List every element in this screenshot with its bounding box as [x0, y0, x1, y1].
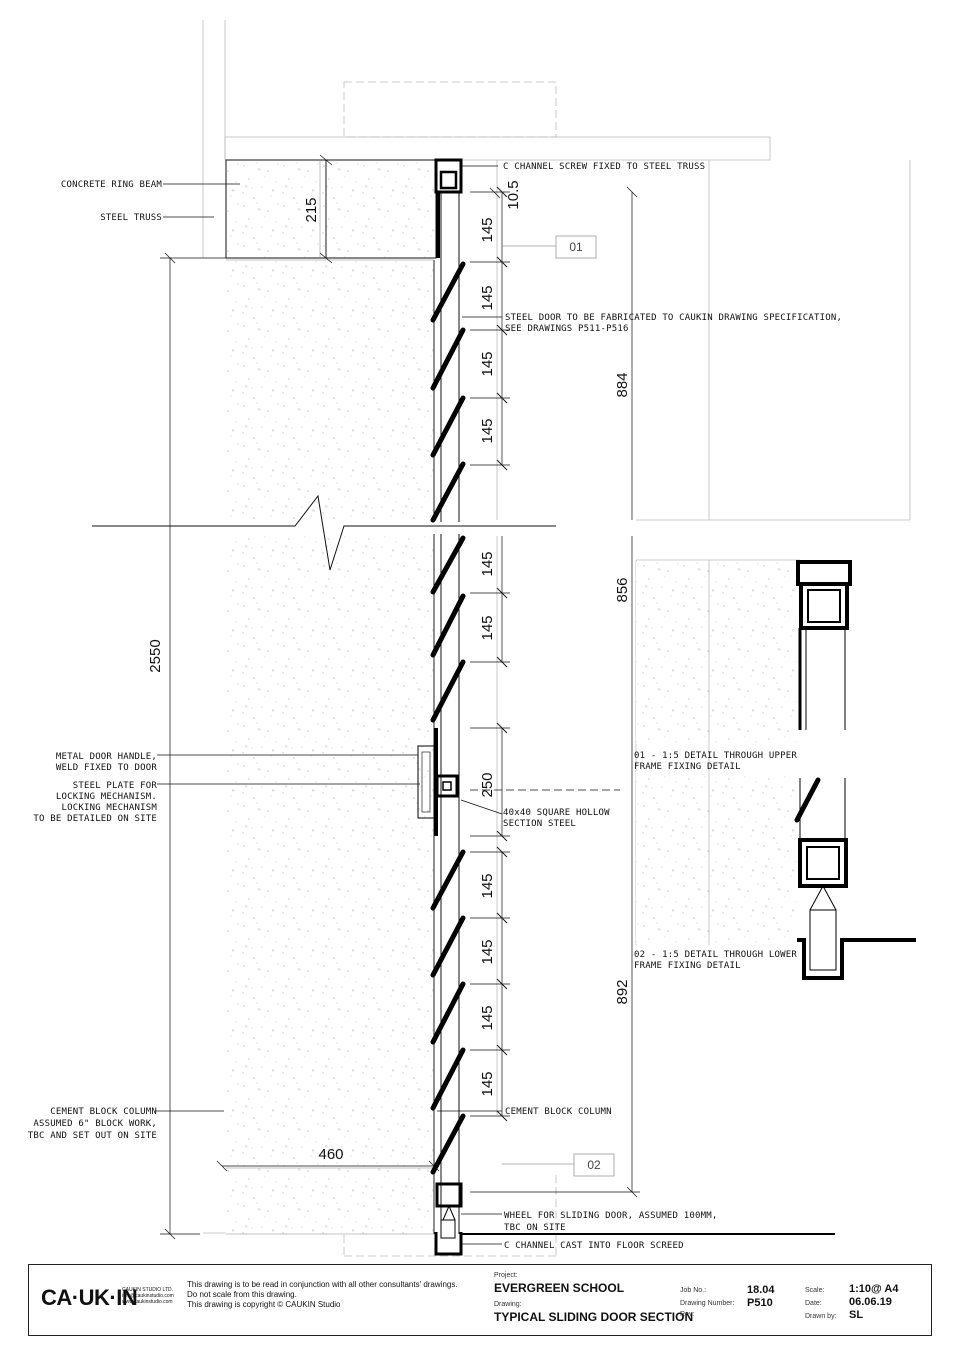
- dim-460: 460: [318, 1146, 343, 1163]
- dim-145: 145: [479, 939, 496, 964]
- drawing-title: TYPICAL SLIDING DOOR SECTION: [494, 1310, 694, 1324]
- label-shs-1: 40x40 SQUARE HOLLOW: [503, 808, 610, 818]
- drawing-number: P510: [747, 1297, 773, 1309]
- drawn-by-label: Drawn by:: [805, 1313, 837, 1320]
- cement-block-column-lower: [226, 534, 434, 1234]
- date-value: 06.06.19: [849, 1296, 892, 1308]
- detail-tag-02: [502, 1153, 615, 1177]
- dim-884: 884: [614, 372, 631, 397]
- detail-02-lower-frame: [636, 772, 916, 980]
- label-plate-3: LOCKING MECHANISM: [61, 803, 157, 813]
- scale-value: 1:10@ A4: [849, 1283, 899, 1295]
- dim-856: 856: [614, 577, 631, 602]
- label-steel-door-1: STEEL DOOR TO BE FABRICATED TO CAUKIN DR…: [505, 313, 842, 323]
- dim-250: 250: [479, 772, 496, 797]
- dim-145: 145: [479, 551, 496, 576]
- leader-lines: [155, 165, 503, 1245]
- dim-215: 215: [303, 197, 320, 222]
- scale-label: Scale:: [805, 1287, 825, 1294]
- job-label: Job No.:: [680, 1287, 707, 1294]
- top-c-channel: [434, 158, 463, 258]
- studio-email: info@caukinstudio.com: [122, 1293, 174, 1299]
- note-do-not-scale: Do not scale from this drawing.: [187, 1290, 297, 1299]
- detail-tag-02-text: 02: [587, 1158, 601, 1172]
- dimension-ticks: [496, 186, 508, 1122]
- label-column-1: CEMENT BLOCK COLUMN: [50, 1107, 157, 1117]
- label-column-3: TBC AND SET OUT ON SITE: [28, 1131, 157, 1141]
- dim-892: 892: [614, 979, 631, 1004]
- studio-web: www.caukinstudio.com: [122, 1299, 173, 1305]
- label-wheel-2: TBC ON SITE: [504, 1223, 566, 1233]
- dim-10-5: 10.5: [505, 180, 522, 209]
- job-number: 18.04: [747, 1284, 775, 1296]
- label-detail-02-1: 02 - 1:5 DETAIL THROUGH LOWER: [634, 950, 797, 960]
- bottom-assembly: [434, 1182, 835, 1256]
- label-c-channel-bottom: C CHANNEL CAST INTO FLOOR SCREED: [504, 1241, 684, 1251]
- project-name: EVERGREEN SCHOOL: [494, 1281, 625, 1295]
- dim-145: 145: [479, 615, 496, 640]
- dim-145: 145: [479, 285, 496, 310]
- label-wheel-1: WHEEL FOR SLIDING DOOR, ASSUMED 100MM,: [504, 1211, 718, 1221]
- drawing-number-label: Drawing Number:: [680, 1300, 735, 1307]
- label-handle-2: WELD FIXED TO DOOR: [56, 763, 158, 773]
- studio-name: CAUKIN STUDIO LTD.: [122, 1287, 174, 1293]
- dim-145: 145: [479, 1071, 496, 1096]
- label-steel-door-2: SEE DRAWINGS P511-P516: [505, 324, 629, 334]
- dim-145: 145: [479, 418, 496, 443]
- door-handle-assembly: [417, 728, 459, 836]
- dim-145: 145: [479, 217, 496, 242]
- door-louvres: [430, 261, 466, 1175]
- dim-145: 145: [479, 1005, 496, 1030]
- annotations: C CHANNEL SCREW FIXED TO STEEL TRUSS CON…: [28, 162, 842, 1251]
- dim-145: 145: [479, 873, 496, 898]
- dim-145: 145: [479, 351, 496, 376]
- project-label: Project:: [494, 1272, 518, 1279]
- label-detail-01-1: 01 - 1:5 DETAIL THROUGH UPPER: [634, 751, 797, 761]
- cement-block-column-upper: [226, 260, 434, 522]
- dim-2550: 2550: [147, 639, 164, 672]
- label-detail-01-2: FRAME FIXING DETAIL: [634, 762, 741, 772]
- break-line: [90, 494, 560, 571]
- drawn-by-value: SL: [849, 1309, 864, 1321]
- label-c-channel-top: C CHANNEL SCREW FIXED TO STEEL TRUSS: [503, 162, 705, 172]
- label-plate-2: LOCKING MECHANISM.: [56, 792, 157, 802]
- note-copyright: This drawing is copyright © CAUKIN Studi…: [187, 1300, 341, 1309]
- label-plate-4: TO BE DETAILED ON SITE: [33, 814, 157, 824]
- detail-01-upper-frame: [636, 560, 852, 744]
- label-plate-1: STEEL PLATE FOR: [73, 781, 158, 791]
- label-concrete-ring-beam: CONCRETE RING BEAM: [61, 180, 163, 190]
- date-label: Date:: [805, 1300, 822, 1307]
- detail-tag-01: [502, 235, 597, 259]
- label-handle-1: METAL DOOR HANDLE,: [56, 752, 157, 762]
- drawing-label: Drawing:: [494, 1301, 522, 1308]
- label-shs-2: SECTION STEEL: [503, 819, 576, 829]
- concrete-ring-beam: [225, 159, 437, 259]
- label-column-2: ASSUMED 6" BLOCK WORK,: [33, 1119, 157, 1129]
- caukin-logo: CA·UK·IN: [41, 1285, 138, 1310]
- title-block: CA·UK·IN CAUKIN STUDIO LTD. info@caukins…: [28, 1264, 932, 1336]
- label-steel-truss: STEEL TRUSS: [100, 213, 162, 223]
- label-detail-02-2: FRAME FIXING DETAIL: [634, 961, 741, 971]
- note-read-with: This drawing is to be read in conjunctio…: [187, 1280, 458, 1289]
- dimension-values: 215 10.5 145 145 145 145 145 145 250 145…: [147, 180, 631, 1163]
- studio-info: CAUKIN STUDIO LTD. info@caukinstudio.com…: [122, 1287, 182, 1305]
- label-column-right: CEMENT BLOCK COLUMN: [505, 1107, 612, 1117]
- rev-label: Rev:: [680, 1311, 695, 1318]
- detail-tag-01-text: 01: [569, 240, 583, 254]
- drawing-notes: This drawing is to be read in conjunctio…: [187, 1280, 458, 1310]
